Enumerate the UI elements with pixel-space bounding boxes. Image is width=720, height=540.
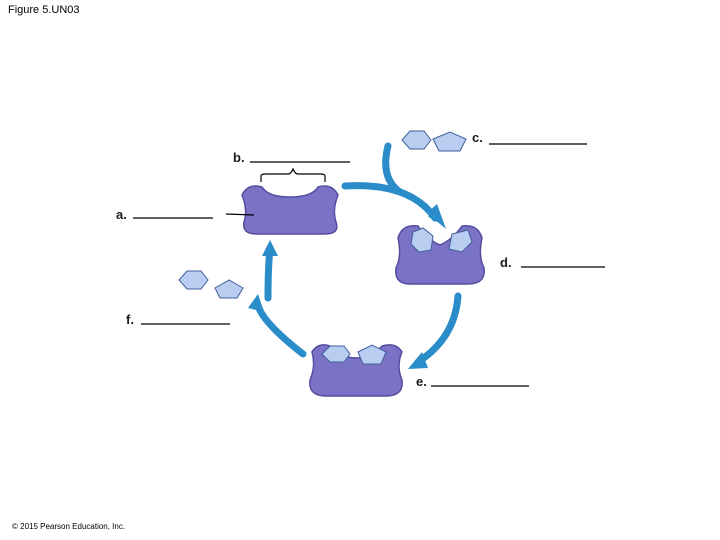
products-released <box>178 270 244 299</box>
enzyme-product-complex <box>309 344 403 397</box>
arrow-product-release <box>254 301 307 358</box>
active-site-bracket <box>260 167 326 182</box>
label-f: f. <box>126 312 134 327</box>
product-hexagon <box>321 345 351 363</box>
bound-substrate-left <box>410 227 434 253</box>
arrowhead-catalysis <box>408 352 428 369</box>
substrate-free <box>401 130 467 152</box>
copyright-notice: © 2015 Pearson Education, Inc. <box>12 522 126 531</box>
label-b: b. <box>233 150 245 165</box>
label-d: d. <box>500 255 512 270</box>
arrow-binding <box>341 182 439 223</box>
arrow-catalysis <box>413 292 462 366</box>
figure-title: Figure 5.UN03 <box>8 4 80 16</box>
arrowhead-product-release <box>248 294 264 312</box>
substrate-pentagon <box>432 131 467 152</box>
bound-substrate-right <box>448 229 473 253</box>
pointer-a <box>225 213 255 216</box>
enzyme-free <box>241 185 339 235</box>
label-a: a. <box>116 207 127 222</box>
substrate-hexagon <box>401 130 432 150</box>
product-pentagon <box>357 344 387 365</box>
enzyme-substrate-complex <box>395 225 485 285</box>
arrowhead-binding <box>427 204 446 229</box>
label-c: c. <box>472 130 483 145</box>
released-pentagon <box>214 279 244 299</box>
label-e: e. <box>416 374 427 389</box>
arrowhead-enzyme-return <box>262 240 278 256</box>
released-hexagon <box>178 270 209 290</box>
